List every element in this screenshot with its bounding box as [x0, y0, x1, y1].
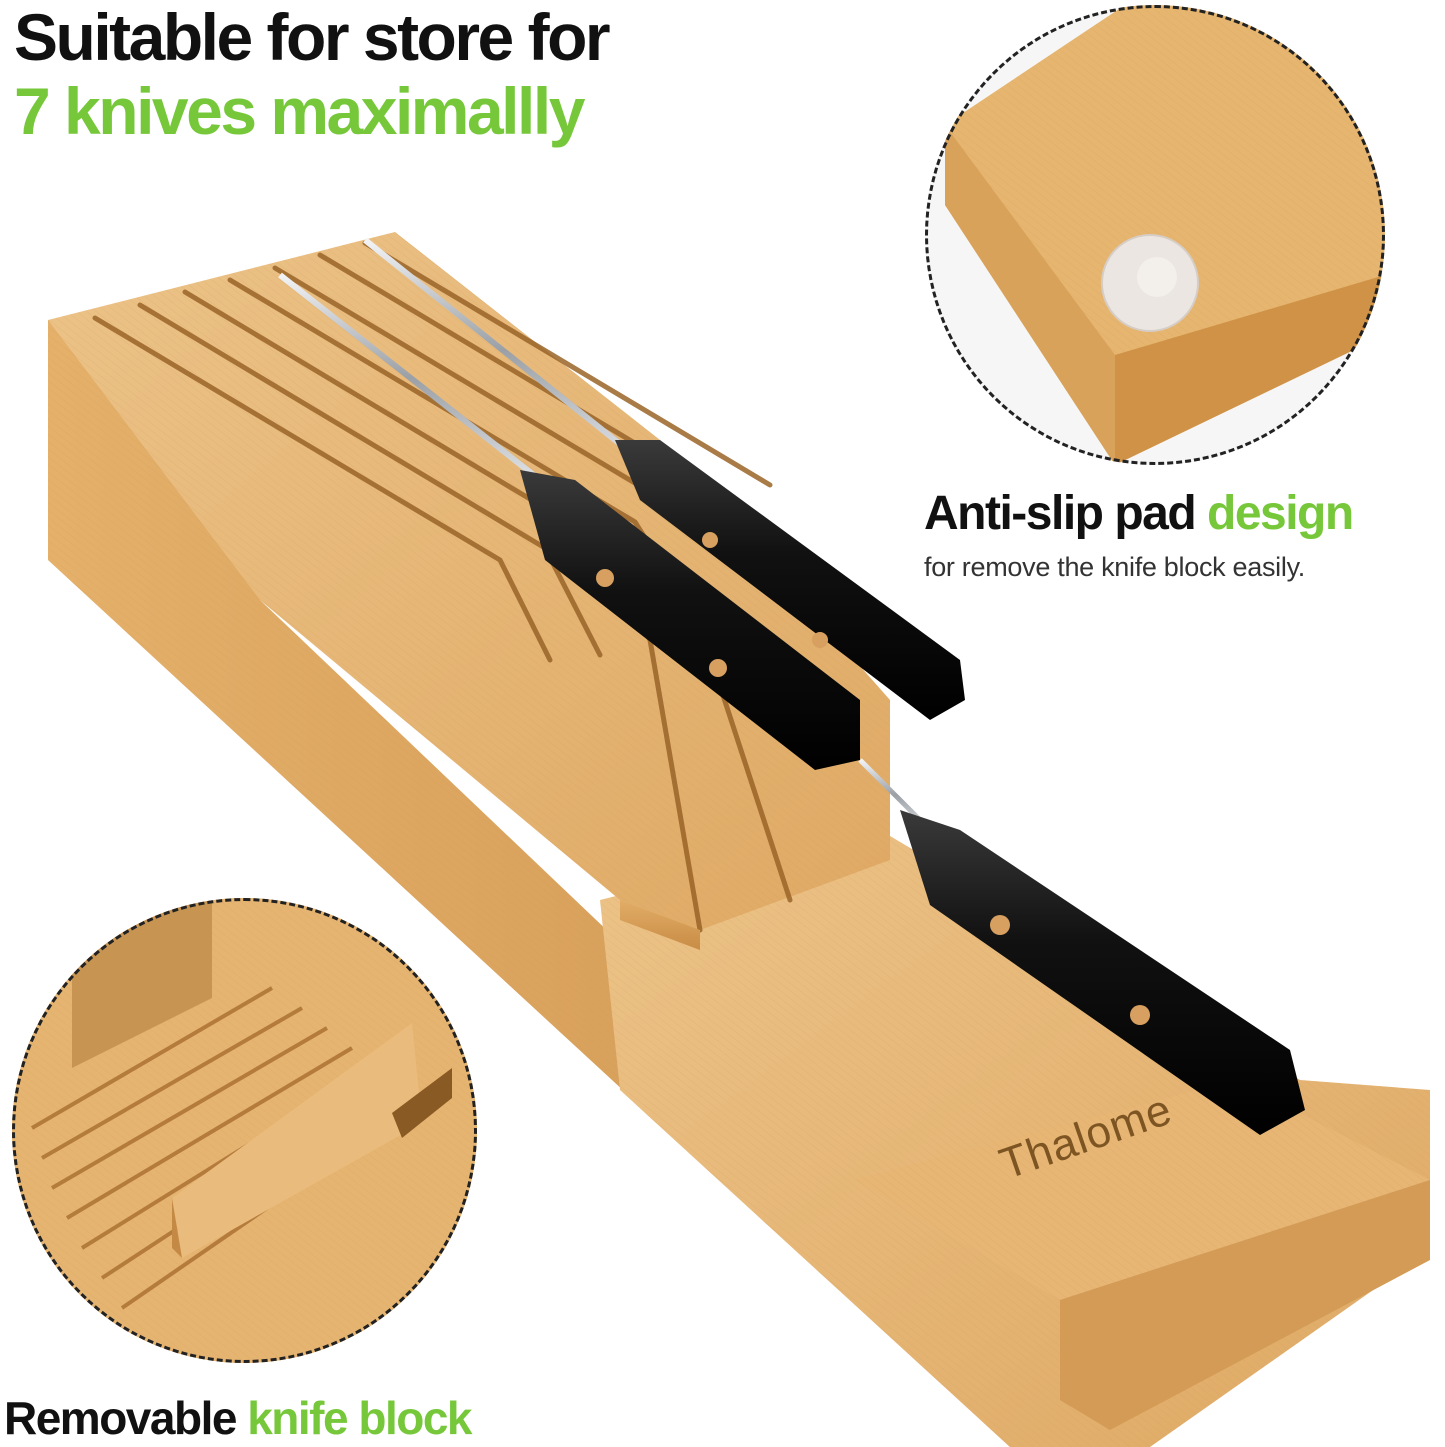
anti-slip-subtitle: for remove the knife block easily.: [924, 552, 1305, 582]
headline: Suitable for store for 7 knives maximall…: [14, 0, 611, 148]
knife-3: [858, 758, 1305, 1135]
slot-5: [272, 265, 683, 513]
anti-slip-feature: Anti-slip pad design for remove the knif…: [924, 487, 1354, 583]
headline-line-2: 7 knives maximallly: [14, 74, 585, 148]
slot-1: [92, 315, 553, 663]
removable-block-closeup: [12, 898, 477, 1363]
knife-2: [278, 272, 860, 770]
removable-feature: Removable knife block: [4, 1392, 473, 1444]
front-step: [620, 900, 700, 950]
removable-block-callout: [12, 898, 477, 1363]
removable-title-accent: knife block: [247, 1392, 472, 1444]
anti-slip-title: Anti-slip pad: [924, 487, 1197, 540]
slot-7: [362, 240, 773, 488]
removable-title: Removable: [4, 1392, 237, 1444]
block-corner-closeup: [945, 5, 1385, 465]
knife-1: [363, 237, 965, 720]
anti-slip-callout: [925, 5, 1385, 465]
headline-line-1: Suitable for store for: [14, 0, 611, 74]
anti-slip-title-accent: design: [1207, 487, 1354, 540]
front-rest-front: [1060, 1180, 1430, 1430]
